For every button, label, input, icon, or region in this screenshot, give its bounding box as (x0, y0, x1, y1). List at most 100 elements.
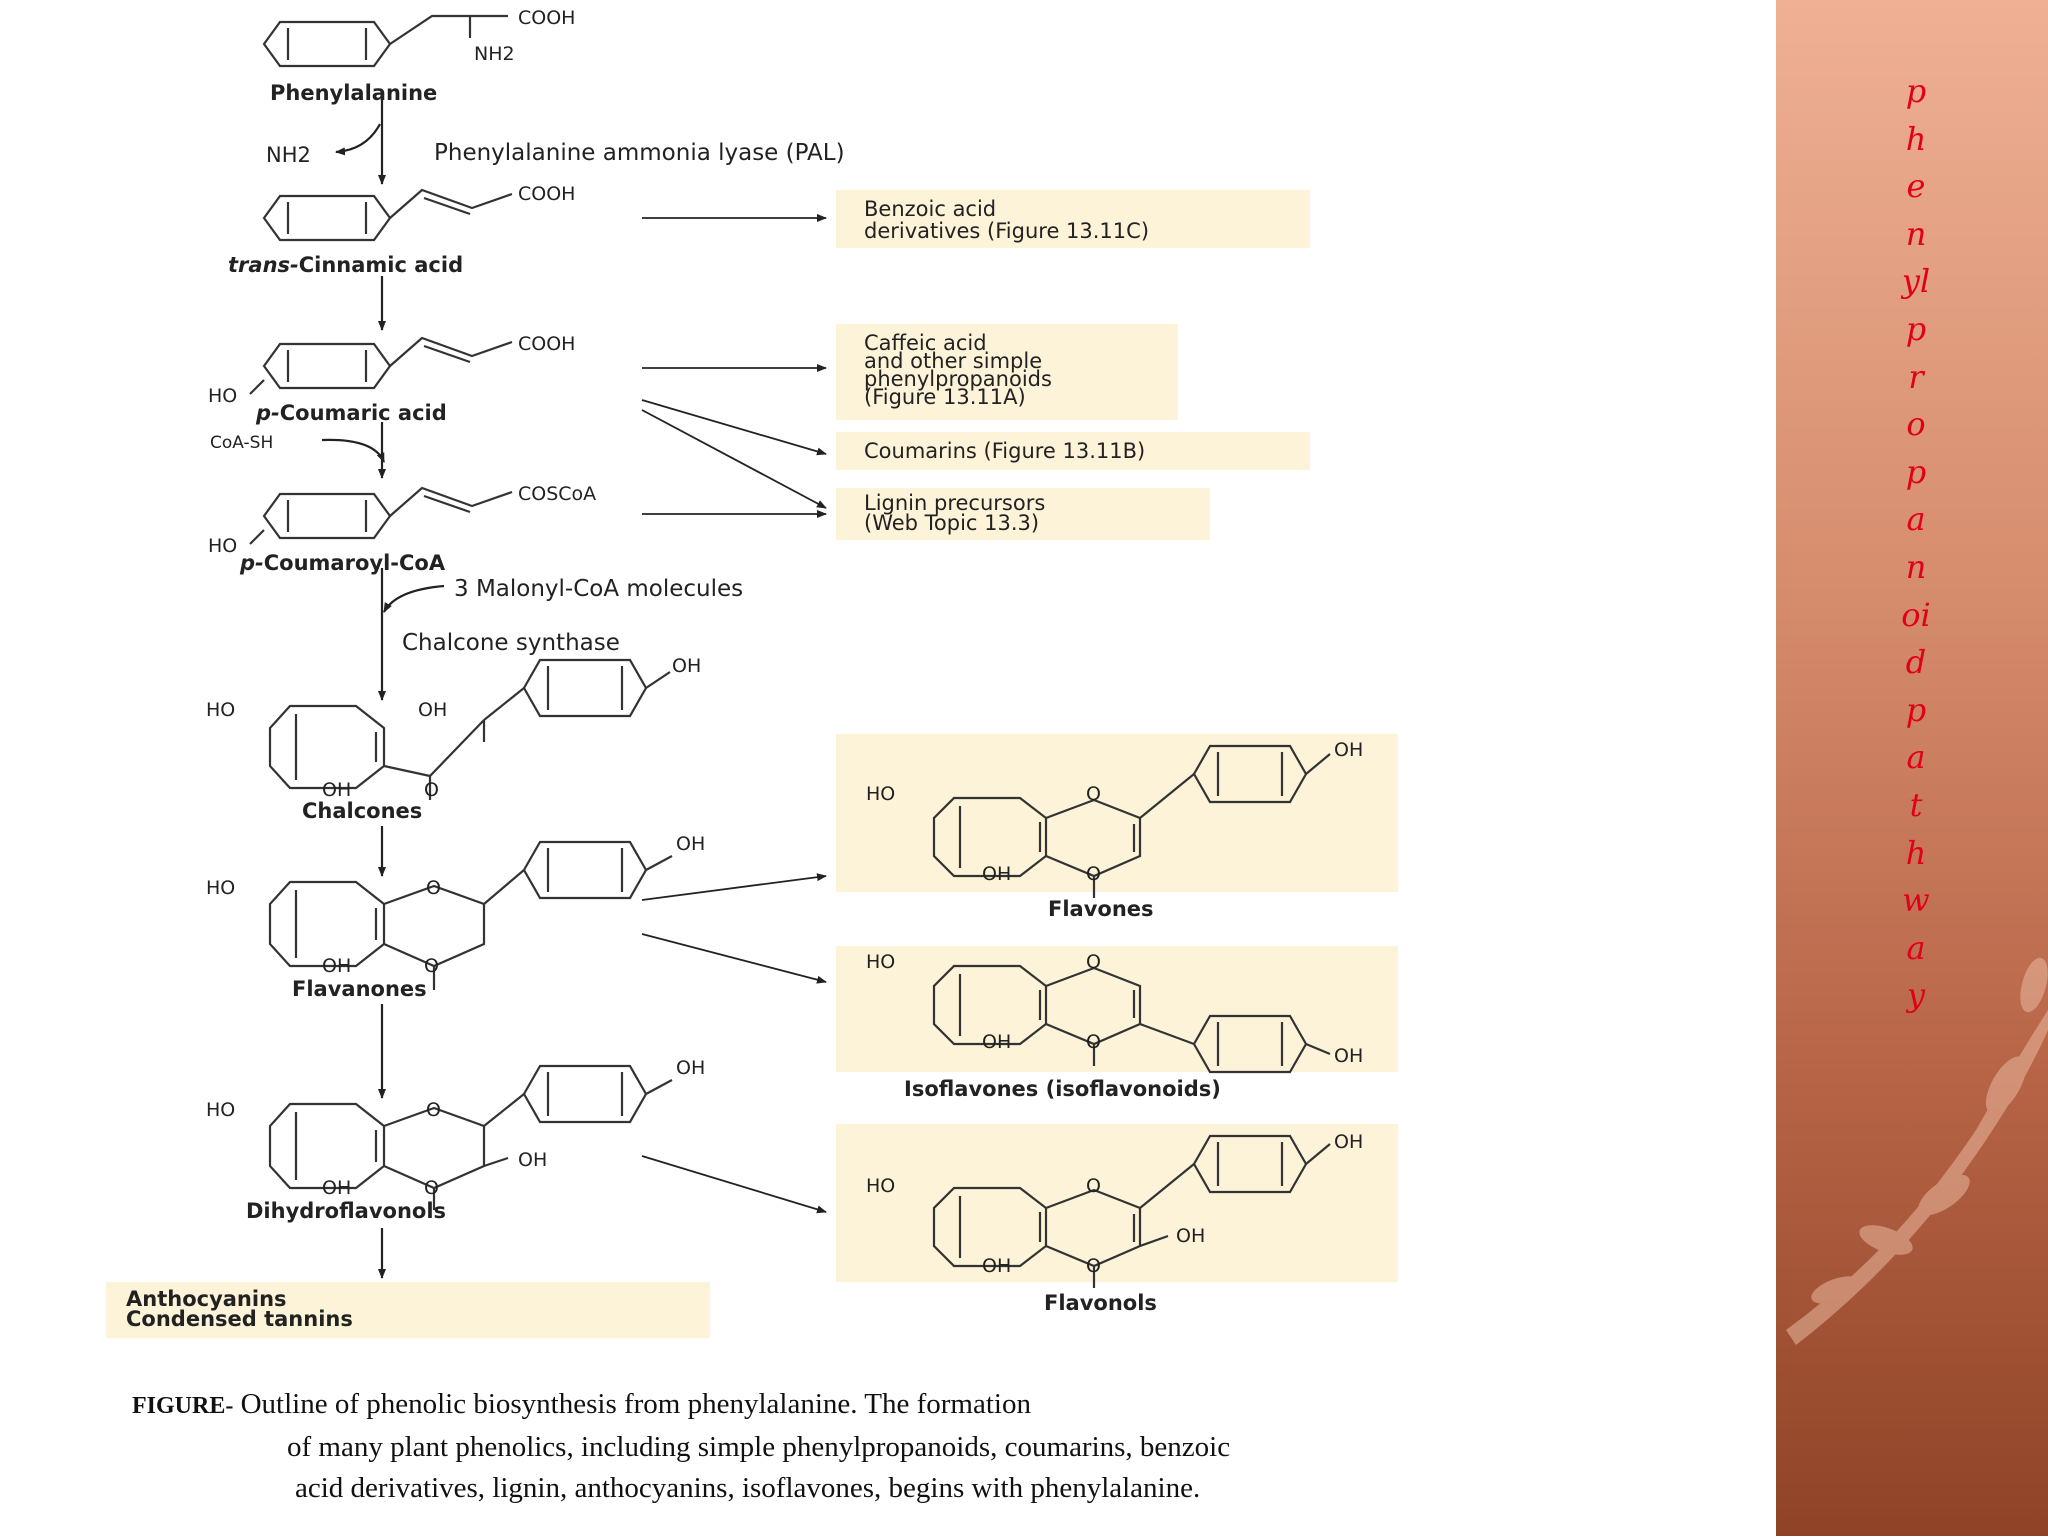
flavanone-o: O (424, 955, 439, 977)
flavonols-label: Flavonols (1044, 1291, 1157, 1315)
nh2-released-label: NH2 (266, 143, 311, 167)
caffeic-line1: Caffeic acid (864, 331, 987, 355)
title-char: p (1905, 72, 1927, 110)
title-char: a (1906, 928, 1926, 967)
chalcones-label: Chalcones (302, 799, 422, 823)
caption-line1: Outline of phenolic biosynthesis from ph… (240, 1388, 1031, 1420)
title-char: h (1905, 119, 1927, 158)
isoflavone-oh: OH (1334, 1045, 1363, 1067)
flavone-oh: OH (1334, 739, 1363, 761)
anthocyanins-box (106, 1282, 710, 1338)
dihydroflavonol-oh-bottom: OH (322, 1177, 351, 1199)
dihydroflavonols-label: Dihydroflavonols (246, 1199, 446, 1223)
flavone-ho: HO (866, 783, 895, 805)
isoflavones-label: Isoflavones (isoflavonoids) (904, 1077, 1221, 1101)
anthocyanins-line1: Anthocyanins (126, 1287, 287, 1311)
chalcone-oh-mid: OH (418, 699, 447, 721)
title-char: oi (1901, 595, 1931, 634)
coumaroyl-ho-label: HO (208, 535, 237, 557)
flavonol-oh-top: OH (1334, 1131, 1363, 1153)
isoflavone-ring-o: O (1086, 951, 1101, 973)
caffeic-line2: and other simple (864, 349, 1042, 373)
title-char: h (1905, 833, 1927, 872)
flavonol-oh-bottom: OH (982, 1255, 1011, 1277)
title-char: w (1902, 881, 1930, 920)
flavone-o: O (1086, 863, 1101, 885)
isoflavone-structure (932, 964, 1331, 1074)
arrow-to-flavonols (641, 1155, 827, 1214)
title-char: e (1906, 167, 1926, 206)
figure-caption: FIGURE- Outline of phenolic biosynthesis… (132, 1384, 1432, 1509)
flavanone-ho: HO (206, 877, 235, 899)
arrow-malonyl-in (383, 584, 445, 613)
title-char: p (1905, 309, 1927, 348)
flavones-label: Flavones (1048, 897, 1154, 921)
isoflavone-ho: HO (866, 951, 895, 973)
dihydroflavonol-oh-right: OH (518, 1149, 547, 1171)
leaf-branch-decoration (1786, 957, 2048, 1345)
dihydroflavonol-ho: HO (206, 1099, 235, 1121)
cinnamic-acid-structure (262, 188, 513, 242)
title-char: t (1909, 785, 1923, 824)
flavanone-ring-o: O (426, 877, 441, 899)
chalcone-o: O (424, 779, 439, 801)
coash-label: CoA-SH (210, 433, 273, 453)
vertical-slide-title: p h e n yl p r o p a n oi d p a t h w a … (1876, 68, 1956, 1020)
coumaric-acid-label: p-Coumaric acid (255, 401, 447, 425)
flavonol-ring-o: O (1086, 1175, 1101, 1197)
arrow-to-isoflavones (641, 933, 827, 984)
decorative-sidebar (1776, 0, 2048, 1536)
arrow-nh2-out (335, 123, 381, 156)
cooh-label: COOH (518, 7, 575, 29)
flavones-box (836, 734, 1398, 892)
caption-line3: acid derivatives, lignin, anthocyanins, … (295, 1472, 1201, 1504)
flavone-oh-bottom: OH (982, 863, 1011, 885)
cinnamic-cooh-label: COOH (518, 183, 575, 205)
flavonol-ho: HO (866, 1175, 895, 1197)
lignin-line1: Lignin precursors (864, 491, 1045, 515)
dihydroflavonol-o: O (424, 1177, 439, 1199)
isoflavones-box (836, 946, 1398, 1072)
benzoic-line1: Benzoic acid (864, 197, 996, 221)
coumarins-label: Coumarins (Figure 13.11B) (864, 439, 1145, 463)
dihydroflavonol-ring-o: O (426, 1099, 441, 1121)
flavanone-structure (268, 840, 673, 990)
coumaric-cooh-label: COOH (518, 333, 575, 355)
phenylalanine-label: Phenylalanine (270, 81, 437, 105)
caffeic-line4: (Figure 13.11A) (864, 385, 1026, 409)
title-char: n (1905, 214, 1927, 253)
lignin-line2: (Web Topic 13.3) (864, 511, 1039, 535)
flavone-structure (932, 744, 1331, 898)
flavone-ring-o: O (1086, 783, 1101, 805)
cinnamic-acid-label: trans-Cinnamic acid (228, 253, 463, 277)
coumarins-box (836, 432, 1310, 470)
chalcone-synthase-label: Chalcone synthase (402, 630, 620, 656)
caffeic-box (836, 324, 1178, 420)
title-char: d (1905, 643, 1927, 682)
flavanone-oh-bottom: OH (322, 955, 351, 977)
title-char: o (1906, 405, 1926, 444)
arrow-to-coumarins (641, 399, 827, 456)
arrow-coash-out (321, 438, 386, 463)
benzoic-line2: derivatives (Figure 13.11C) (864, 219, 1149, 243)
dihydroflavonol-structure (268, 1064, 673, 1210)
isoflavone-o: O (1086, 1031, 1101, 1053)
phenylalanine-structure (262, 14, 508, 68)
coumaric-ho-label: HO (208, 385, 237, 407)
dihydroflavonol-oh-top: OH (676, 1057, 705, 1079)
title-char: n (1905, 547, 1927, 586)
coumaroyl-coa-structure (249, 486, 513, 545)
title-char: r (1908, 357, 1924, 396)
caption-line2: of many plant phenolics, including simpl… (287, 1431, 1231, 1463)
flavonols-box (836, 1124, 1398, 1282)
chalcone-structure (268, 658, 671, 800)
nh2-label: NH2 (474, 43, 515, 65)
title-char: yl (1901, 262, 1931, 301)
arrow-coumaric-to-lignin (641, 409, 827, 509)
title-char: p (1905, 452, 1927, 491)
title-char: y (1906, 976, 1926, 1015)
flavanone-oh-top: OH (676, 833, 705, 855)
lignin-box (836, 488, 1210, 540)
anthocyanins-line2: Condensed tannins (126, 1307, 353, 1331)
benzoic-box (836, 190, 1310, 248)
